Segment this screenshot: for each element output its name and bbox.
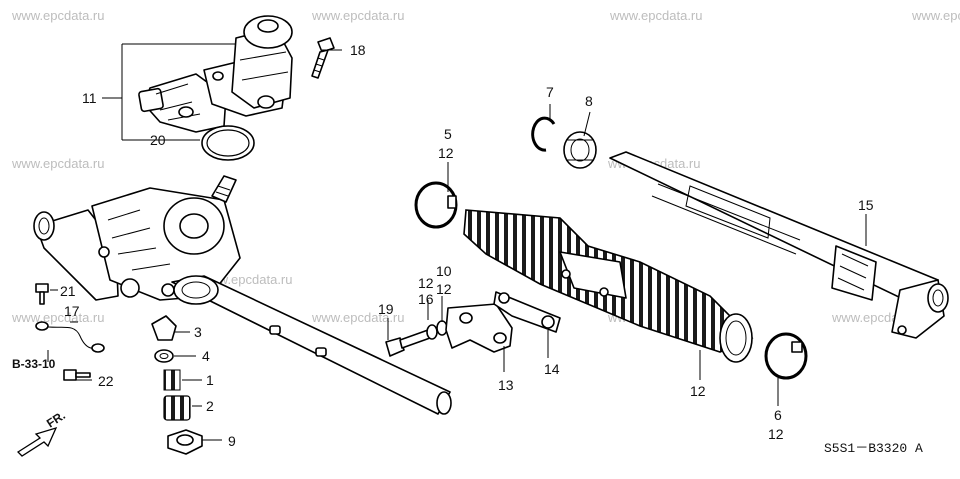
part-label-12-clamp-lower: 12 <box>768 426 784 442</box>
watermark: www.epcdata.ru <box>311 8 405 23</box>
boot-clamp-5 <box>414 181 458 229</box>
steering-gearbox-housing <box>33 175 241 301</box>
part-label-10: 10 <box>436 263 452 279</box>
part-label-2: 2 <box>206 398 214 414</box>
part-label-17: 17 <box>64 303 80 319</box>
part-label-11: 11 <box>82 90 97 106</box>
part-label-5: 5 <box>444 126 452 142</box>
watermark: www.epcdata.ru <box>11 8 105 23</box>
part-label-4: 4 <box>202 348 210 364</box>
ground-cable-17 <box>35 283 105 381</box>
part-label-12-boot: 12 <box>690 383 706 399</box>
part-labels: 11 18 20 21 17 22 B-33-10 3 4 1 2 9 5 12… <box>12 42 923 456</box>
rack-tube <box>171 275 452 415</box>
part-label-18: 18 <box>350 42 366 58</box>
part-label-6: 6 <box>774 407 782 423</box>
part-label-8: 8 <box>585 93 593 109</box>
clamp-14 <box>493 291 561 333</box>
part-label-1: 1 <box>206 372 214 388</box>
part-label-14: 14 <box>544 361 560 377</box>
mounting-bracket-13 <box>385 303 513 357</box>
small-parts-stack <box>151 315 203 455</box>
rack-boot-12 <box>463 209 754 363</box>
reference-code: B-33-10 <box>12 357 56 371</box>
bolt-18 <box>311 37 335 79</box>
part-label-12-washer-top: 12 <box>418 275 434 291</box>
part-label-9: 9 <box>228 433 236 449</box>
part-label-3: 3 <box>194 324 202 340</box>
part-label-20: 20 <box>150 132 166 148</box>
part-label-21: 21 <box>60 283 76 299</box>
drawing-code: S5S1－B3320 A <box>824 441 923 456</box>
front-direction-label: FR. <box>44 408 68 430</box>
watermark: www.epcdata.ru <box>11 310 105 325</box>
part-label-7: 7 <box>546 84 554 100</box>
watermark: www.epcdata.ru <box>311 310 405 325</box>
part-label-15: 15 <box>858 197 874 213</box>
rack-cylinder-15 <box>609 151 949 339</box>
o-ring-20 <box>201 125 255 161</box>
leader-lines <box>47 43 867 441</box>
part-label-22: 22 <box>98 373 114 389</box>
watermark: www.epcdata.ru <box>11 156 105 171</box>
part-label-16: 16 <box>418 291 434 307</box>
part-label-13: 13 <box>498 377 514 393</box>
part-label-12-washer: 12 <box>436 281 452 297</box>
boot-clamp-6 <box>764 332 808 380</box>
watermark: www.epcdata.ru <box>609 8 703 23</box>
watermark: www.epc <box>911 8 960 23</box>
snap-ring-7 <box>531 116 556 152</box>
steering-motor-assembly <box>138 15 293 133</box>
part-label-12-clamp: 12 <box>438 145 454 161</box>
part-label-19: 19 <box>378 301 394 317</box>
front-direction-arrow: FR. <box>16 408 68 457</box>
bushing-8 <box>563 131 597 169</box>
